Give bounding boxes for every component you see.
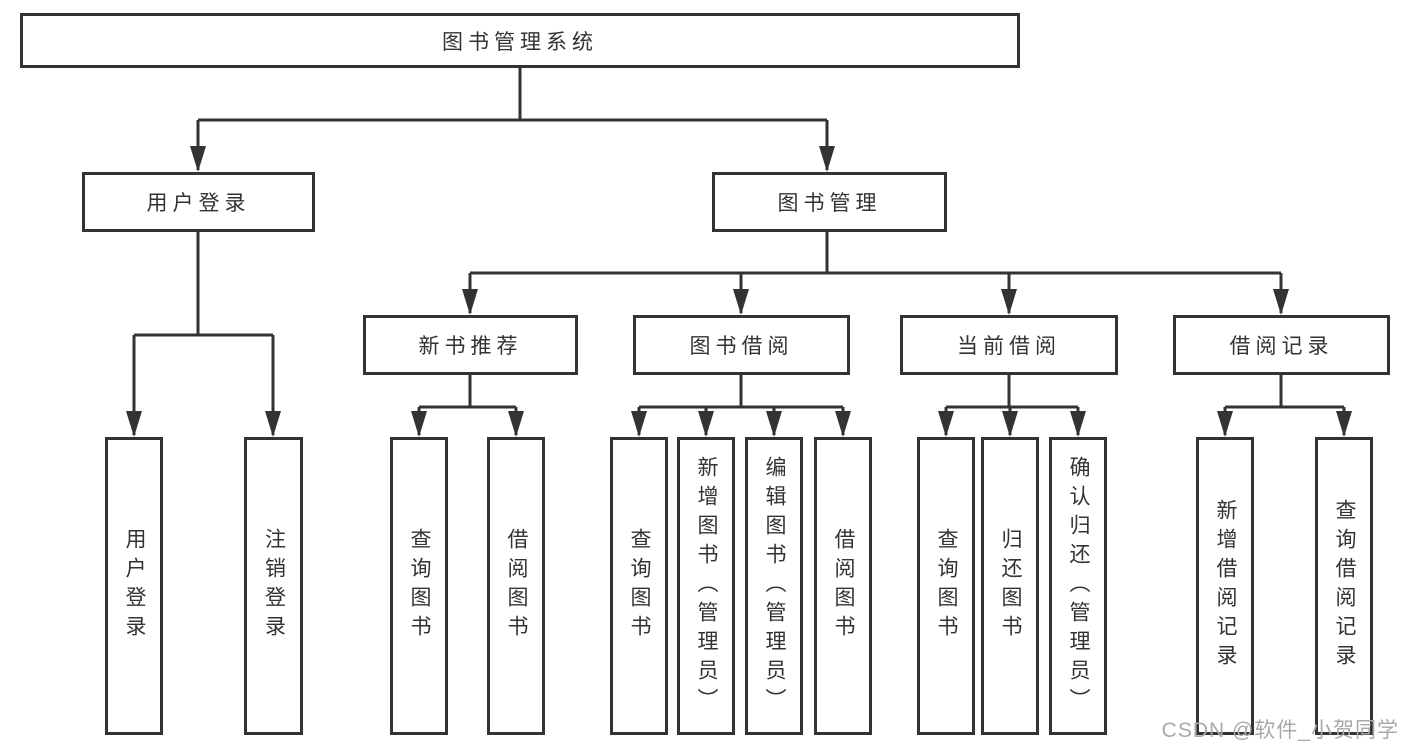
arrow-down-icon [631, 411, 647, 437]
node-new-book-rec: 新书推荐 [363, 315, 578, 375]
node-user-login: 用户登录 [82, 172, 315, 232]
arrow-down-icon [190, 146, 206, 172]
leaf-label: 新增图书（管理员） [695, 455, 718, 717]
arrow-down-icon [1273, 289, 1289, 315]
connector-new-book-children [417, 375, 518, 435]
arrow-down-icon [1002, 411, 1018, 437]
arrow-down-icon [938, 411, 954, 437]
leaf-query-books-2: 查询图书 [610, 437, 668, 735]
leaf-borrow-books-1: 借阅图书 [487, 437, 545, 735]
arrow-down-icon [126, 411, 142, 437]
arrow-down-icon [698, 411, 714, 437]
arrow-down-icon [835, 411, 851, 437]
arrow-down-icon [1070, 411, 1086, 437]
leaf-label: 归还图书 [999, 528, 1022, 644]
node-book-borrow: 图书借阅 [633, 315, 850, 375]
node-book-mgmt-label: 图书管理 [777, 192, 882, 215]
node-current-borrow-label: 当前借阅 [957, 335, 1061, 358]
arrow-down-icon [265, 411, 281, 437]
leaf-logout: 注销登录 [244, 437, 303, 735]
leaf-confirm-return-admin: 确认归还（管理员） [1049, 437, 1107, 735]
arrow-down-icon [462, 289, 478, 315]
connector-user-login-children [132, 232, 275, 435]
leaf-borrow-books-2: 借阅图书 [814, 437, 872, 735]
leaf-query-books-1: 查询图书 [390, 437, 448, 735]
leaf-query-borrow-record: 查询借阅记录 [1315, 437, 1373, 735]
leaf-add-borrow-record: 新增借阅记录 [1196, 437, 1254, 735]
leaf-label: 确认归还（管理员） [1067, 455, 1090, 717]
arrow-down-icon [733, 289, 749, 315]
leaf-label: 借阅图书 [505, 528, 528, 644]
node-book-mgmt: 图书管理 [712, 172, 947, 232]
leaf-label: 注销登录 [262, 528, 286, 644]
arrow-down-icon [411, 411, 427, 437]
leaf-label: 查询借阅记录 [1333, 499, 1356, 673]
leaf-label: 用户登录 [123, 528, 146, 644]
arrow-down-icon [819, 146, 835, 172]
leaf-add-books-admin: 新增图书（管理员） [677, 437, 735, 735]
node-borrow-record-label: 借阅记录 [1229, 335, 1334, 358]
leaf-query-books-3: 查询图书 [917, 437, 975, 735]
node-user-login-label: 用户登录 [146, 192, 251, 215]
node-book-borrow-label: 图书借阅 [689, 335, 794, 358]
node-new-book-rec-label: 新书推荐 [418, 335, 523, 358]
connector-borrow-record-children [1223, 375, 1346, 435]
node-root: 图书管理系统 [20, 13, 1020, 68]
node-borrow-record: 借阅记录 [1173, 315, 1390, 375]
leaf-edit-books-admin: 编辑图书（管理员） [745, 437, 803, 735]
arrowheads [126, 146, 1352, 437]
leaf-label: 借阅图书 [832, 528, 855, 644]
arrow-down-icon [766, 411, 782, 437]
arrow-down-icon [1217, 411, 1233, 437]
leaf-return-books: 归还图书 [981, 437, 1039, 735]
arrow-down-icon [508, 411, 524, 437]
connector-book-borrow-children [637, 375, 845, 435]
node-current-borrow: 当前借阅 [900, 315, 1118, 375]
watermark: CSDN @软件_小贺同学 [1161, 719, 1399, 742]
leaf-label: 查询图书 [628, 528, 651, 644]
arrow-down-icon [1336, 411, 1352, 437]
leaf-label: 新增借阅记录 [1214, 499, 1237, 673]
connector-root-to-level2 [196, 68, 829, 170]
node-root-label: 图书管理系统 [442, 30, 598, 54]
connector-book-mgmt-children [468, 232, 1283, 313]
leaf-label: 查询图书 [935, 528, 958, 644]
leaf-label: 查询图书 [408, 528, 431, 644]
arrow-down-icon [1001, 289, 1017, 315]
leaf-label: 编辑图书（管理员） [763, 455, 786, 717]
leaf-user-login: 用户登录 [105, 437, 163, 735]
